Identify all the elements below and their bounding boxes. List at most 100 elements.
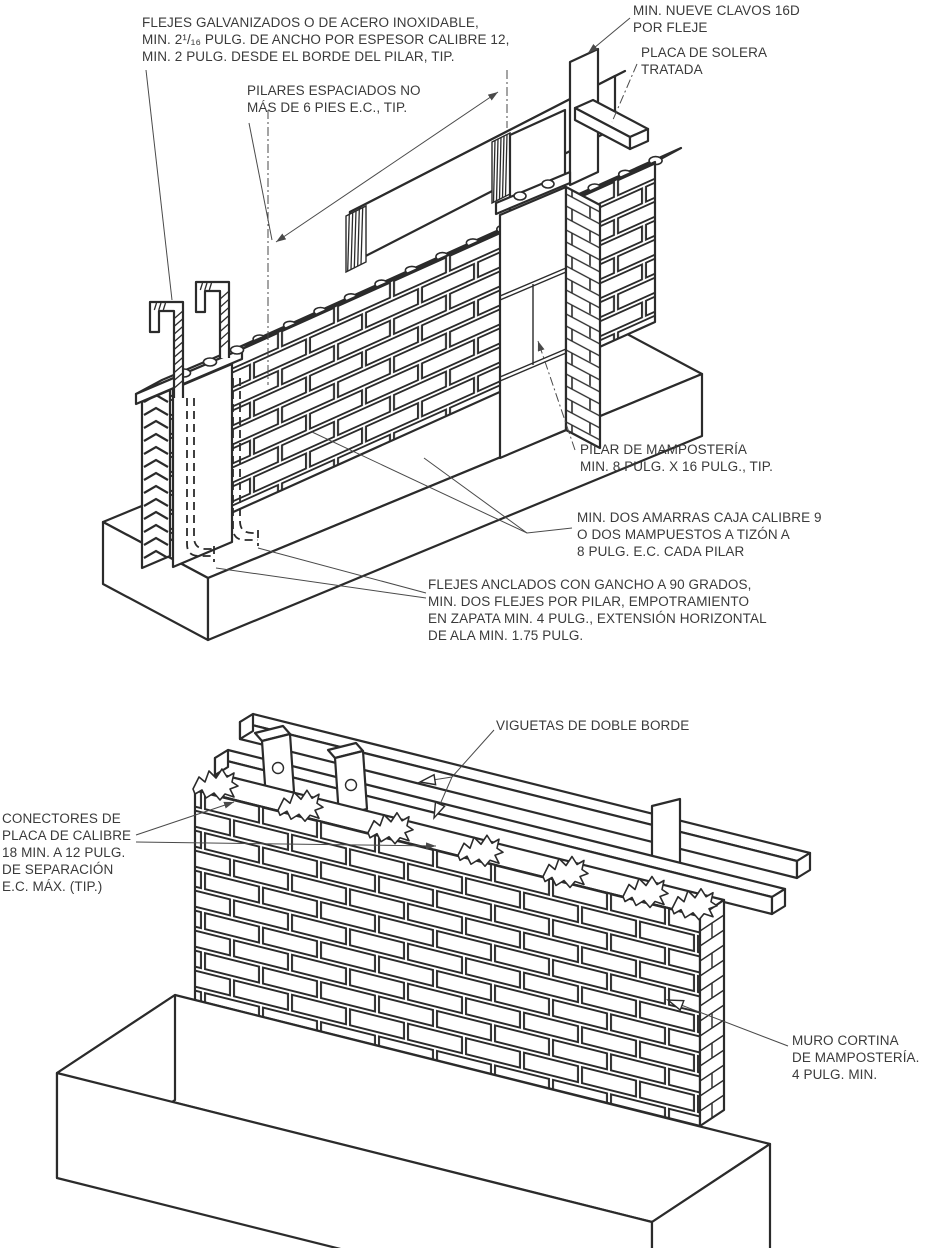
label-nails-line2: POR FLEJE — [633, 20, 708, 35]
hatch-tick — [219, 331, 230, 341]
hatch-tick — [173, 356, 184, 366]
label-masonry-pier-line1: PILAR DE MAMPOSTERÍA — [580, 442, 748, 457]
label-pier-spacing-line2: MÁS DE 6 PIES E.C., TIP. — [247, 100, 408, 115]
label-nails-line1: MIN. NUEVE CLAVOS 16D — [633, 3, 800, 18]
leader-lines — [135, 729, 789, 1047]
label-plate-connectors-line1: CONECTORES DE — [2, 811, 121, 826]
leader-nails — [587, 17, 631, 54]
label-box-ties-line2: O DOS MAMPUESTOS A TIZÓN A — [577, 527, 790, 542]
label-plate-connectors-line3: 18 MIN. A 12 PULG. — [2, 845, 126, 860]
leader-strap-spec — [145, 69, 173, 301]
herringbone-pattern — [142, 390, 170, 568]
leader-curtain-wall — [668, 1000, 789, 1047]
hatch-tick — [162, 302, 167, 311]
bottom-diagram-curtain-wall — [55, 712, 812, 1248]
hatch-tick — [173, 310, 184, 320]
hatch-tick — [219, 298, 230, 308]
end-course-line — [699, 929, 725, 947]
leader-masonry-pier — [537, 340, 576, 451]
leader-rim-joists-stem — [451, 729, 495, 778]
label-anchored-straps-line2: MIN. DOS FLEJES POR PILAR, EMPOTRAMIENTO — [428, 594, 750, 609]
label-rim-joists: VIGUETAS DE DOBLE BORDE — [496, 717, 689, 734]
label-plate-connectors-line5: E.C. MÁX. (TIP.) — [2, 879, 103, 894]
hatch-tick — [173, 379, 184, 389]
label-strap-spec-line2: MIN. 2¹/₁₆ PULG. DE ANCHO POR ESPESOR CA… — [142, 32, 510, 47]
leader-plate-connectors-1 — [135, 801, 235, 836]
label-pier-spacing-line1: PILARES ESPACIADOS NO — [247, 83, 421, 98]
leader-sole-plate — [611, 63, 638, 123]
hatch-tick — [501, 135, 505, 198]
end-course-line — [699, 1049, 725, 1067]
hatch-tick — [173, 372, 184, 381]
hatch-tick — [219, 339, 230, 349]
hidden-embedded-straps — [186, 378, 259, 562]
pier-spacing-dimension — [248, 70, 508, 385]
left-end-pier — [134, 333, 270, 570]
hatch-tick — [173, 318, 184, 327]
label-plate-connectors-line2: PLACA DE CALIBRE — [2, 828, 132, 843]
leader-plate-connectors-2 — [135, 841, 437, 850]
leader-lines — [145, 17, 638, 599]
label-anchored-straps-line1: FLEJES ANCLADOS CON GANCHO A 90 GRADOS, — [428, 577, 752, 592]
end-course-line — [699, 959, 725, 977]
label-plate-connectors-line4: DE SEPARACIÓN — [2, 862, 114, 877]
label-anchored-straps: FLEJES ANCLADOS CON GANCHO A 90 GRADOS, … — [428, 576, 767, 644]
label-box-ties-line1: MIN. DOS AMARRAS CAJA CALIBRE 9 — [577, 510, 822, 525]
footing — [55, 993, 772, 1248]
masonry-pier — [494, 170, 602, 460]
hatch-tick — [498, 137, 502, 200]
end-course-line — [699, 1019, 725, 1037]
nail-hole — [344, 778, 358, 792]
end-course-line — [699, 989, 725, 1007]
label-masonry-pier-line2: MIN. 8 PULG. X 16 PULG., TIP. — [580, 459, 773, 474]
leader-anchored-straps-1 — [257, 547, 427, 594]
label-curtain-wall-line2: DE MAMPOSTERÍA. — [792, 1050, 920, 1065]
label-nails: MIN. NUEVE CLAVOS 16D POR FLEJE — [633, 2, 800, 36]
label-curtain-wall-line3: 4 PULG. MIN. — [792, 1067, 878, 1082]
hatch-tick — [173, 349, 184, 358]
label-strap-spec-line3: MIN. 2 PULG. DESDE EL BORDE DEL PILAR, T… — [142, 49, 455, 64]
leader-box-ties-2 — [423, 457, 528, 534]
label-curtain-wall-line1: MURO CORTINA — [792, 1033, 899, 1048]
label-strap-spec: FLEJES GALVANIZADOS O DE ACERO INOXIDABL… — [142, 14, 510, 65]
hatch-tick — [219, 290, 230, 300]
label-box-ties: MIN. DOS AMARRAS CAJA CALIBRE 9 O DOS MA… — [577, 509, 822, 560]
top-diagram-masonry-pier-wall — [101, 17, 704, 642]
end-face-courses — [699, 914, 725, 1118]
label-sole-plate-line1: PLACA DE SOLERA — [641, 45, 768, 60]
label-curtain-wall: MURO CORTINA DE MAMPOSTERÍA. 4 PULG. MIN… — [792, 1032, 920, 1083]
hatch-tick — [199, 282, 204, 291]
hatch-tick — [204, 282, 208, 291]
label-sole-plate: PLACA DE SOLERA TRATADA — [641, 44, 767, 78]
label-plate-connectors: CONECTORES DE PLACA DE CALIBRE 18 MIN. A… — [2, 810, 131, 895]
label-box-ties-line3: 8 PULG. E.C. CADA PILAR — [577, 544, 745, 559]
nail-hole — [271, 761, 285, 775]
end-course-line — [699, 1079, 725, 1097]
treated-sole-plate — [573, 98, 650, 151]
label-pier-spacing: PILARES ESPACIADOS NO MÁS DE 6 PIES E.C.… — [247, 82, 421, 116]
hatch-tick — [153, 302, 158, 311]
brick-pattern — [195, 790, 700, 1126]
hatch-tick — [158, 302, 162, 311]
leader-anchored-straps-2 — [215, 567, 427, 599]
hatch-tick — [219, 314, 230, 324]
hatch-tick — [208, 282, 213, 291]
hatch-tick — [219, 306, 230, 316]
hatch-tick — [173, 364, 184, 374]
hatch-tick — [173, 333, 184, 343]
hatch-tick — [173, 325, 184, 335]
label-anchored-straps-line3: EN ZAPATA MIN. 4 PULG., EXTENSIÓN HORIZO… — [428, 611, 767, 626]
hatch-tick — [219, 323, 230, 333]
label-rim-joists-line1: VIGUETAS DE DOBLE BORDE — [496, 718, 690, 733]
label-masonry-pier: PILAR DE MAMPOSTERÍA MIN. 8 PULG. X 16 P… — [580, 441, 773, 475]
label-anchored-straps-line4: DE ALA MIN. 1.75 PULG. — [428, 628, 584, 643]
curtain-wall — [193, 772, 726, 1128]
pier-right-brick — [566, 187, 600, 448]
connector-plate-2 — [326, 741, 369, 818]
label-strap-spec-line1: FLEJES GALVANIZADOS O DE ACERO INOXIDABL… — [142, 15, 479, 30]
leader-rim-joists-1 — [420, 777, 453, 782]
hatch-tick — [504, 134, 508, 197]
hatch-tick — [173, 341, 184, 351]
label-sole-plate-line2: TRATADA — [641, 62, 703, 77]
